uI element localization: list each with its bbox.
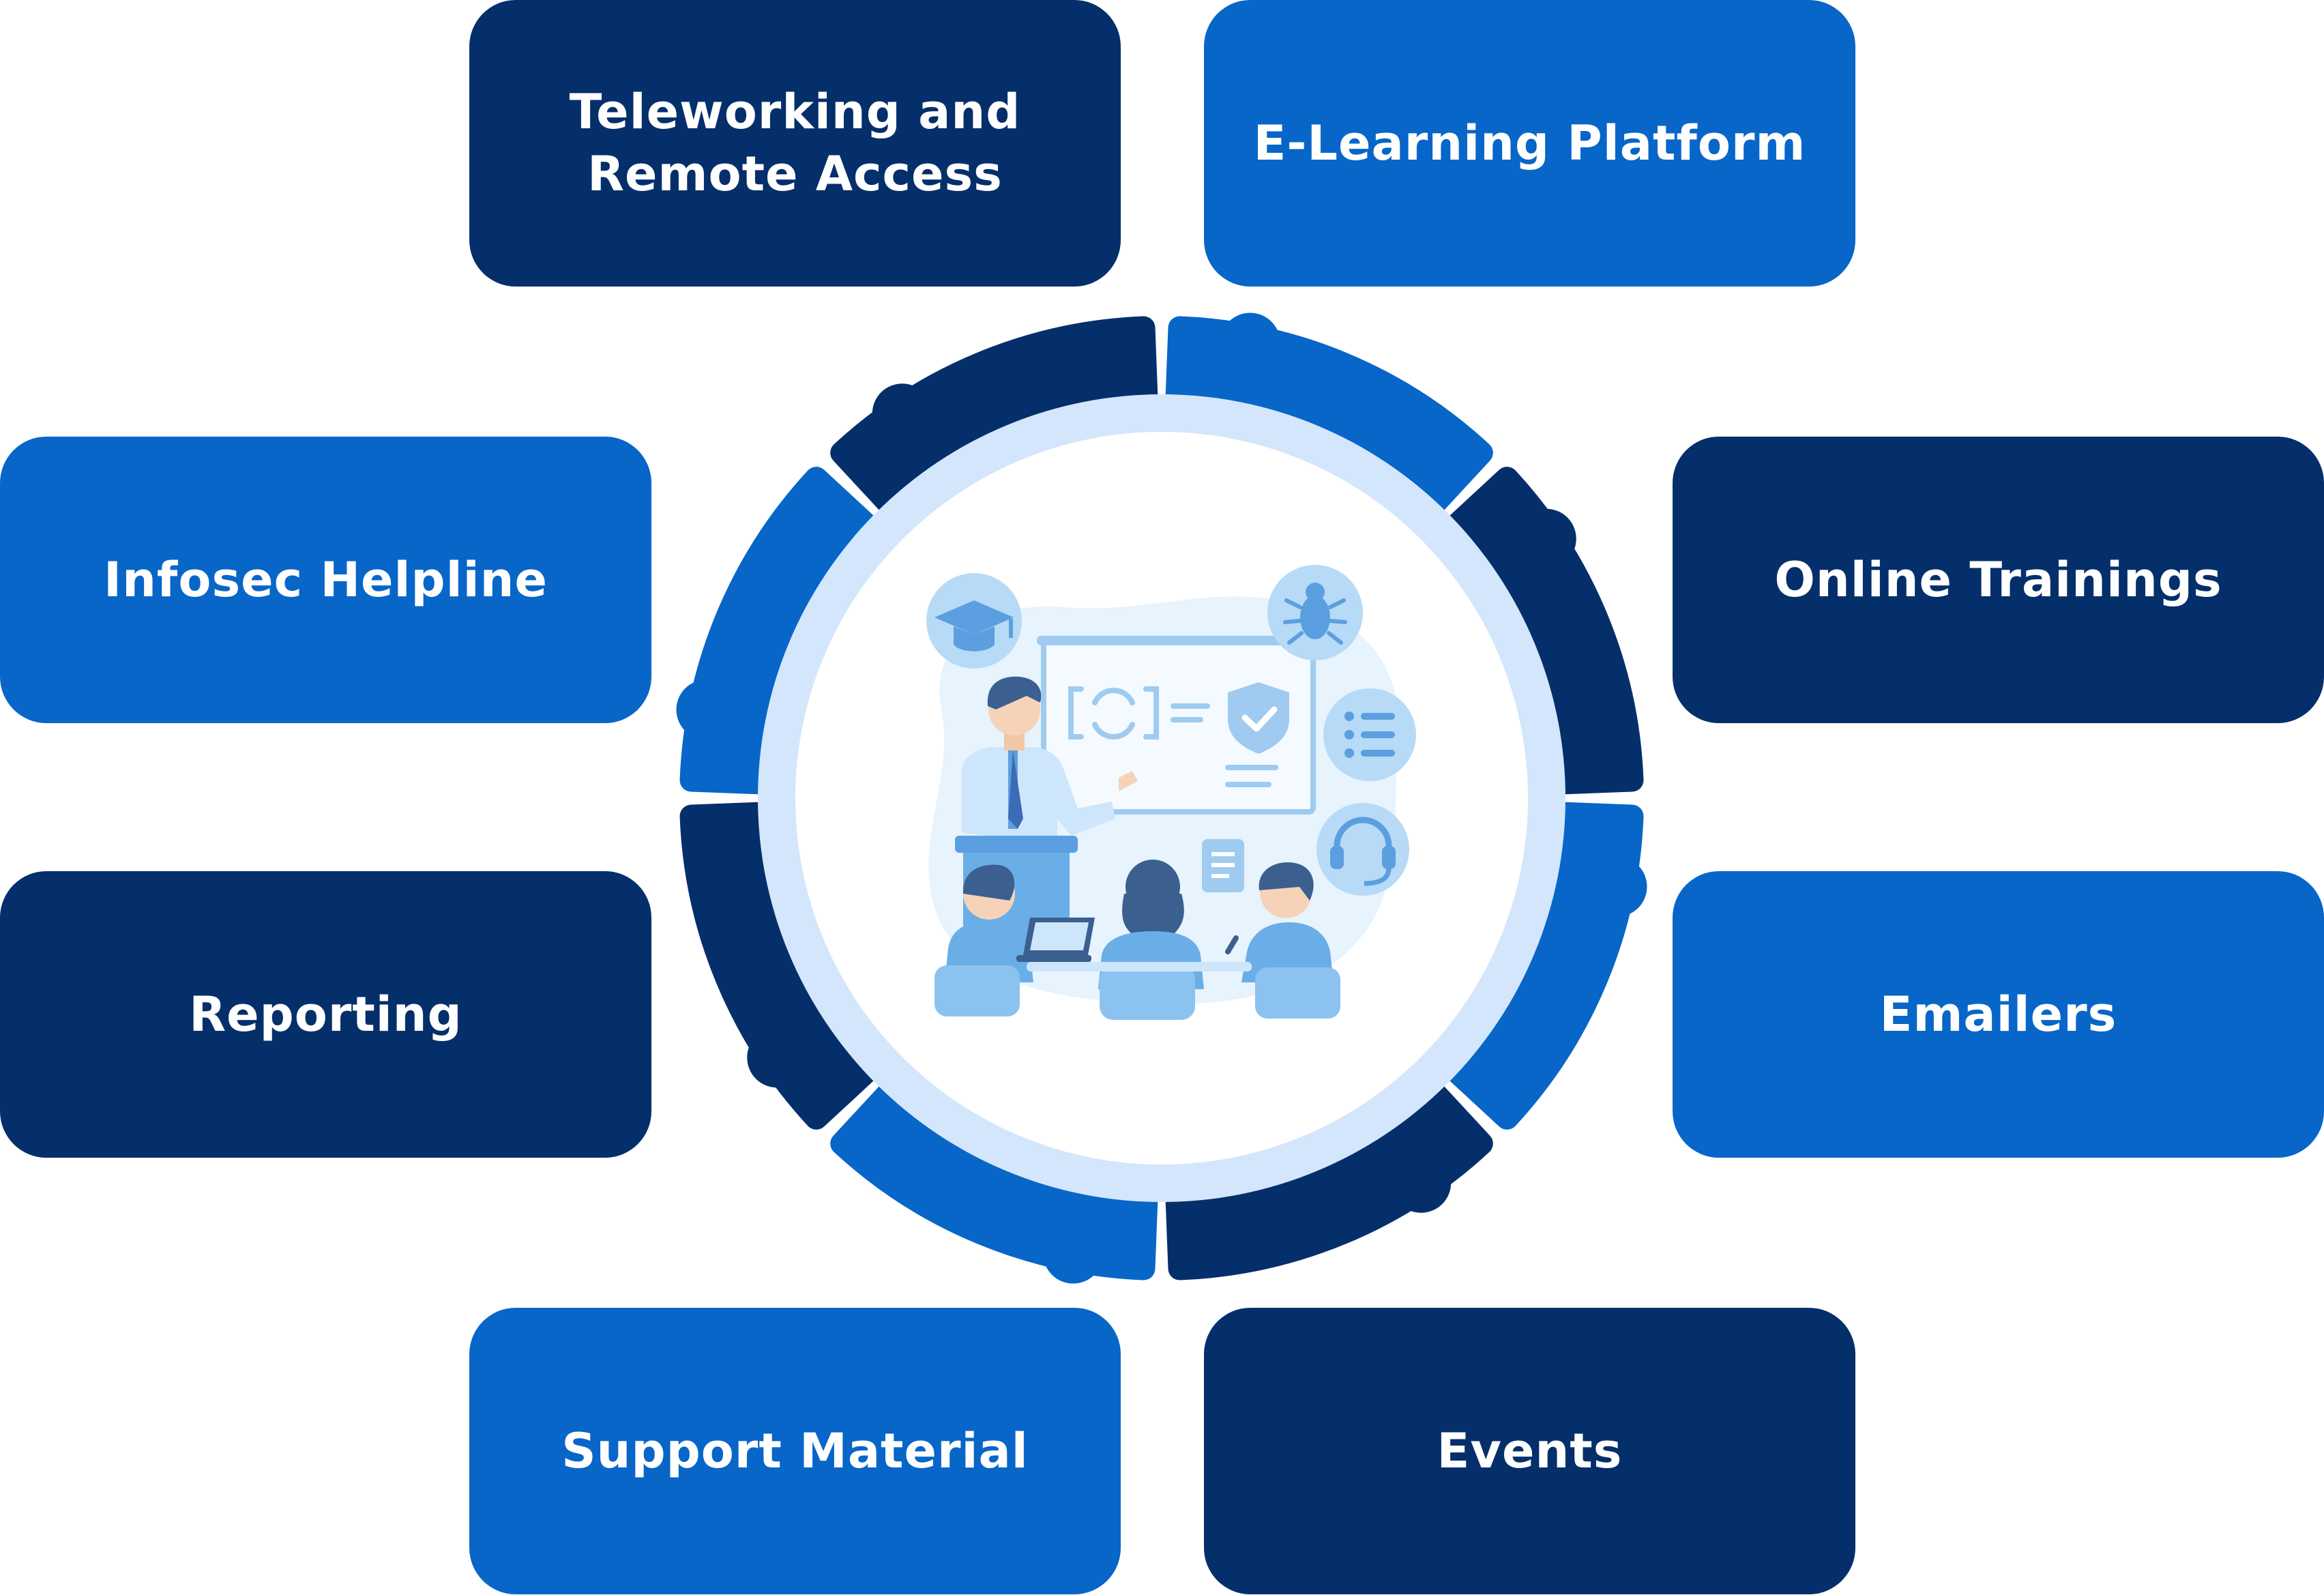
text-lines [1171,703,1278,787]
box-support-material: Support Material [469,1308,1121,1594]
headset-icon [1317,803,1409,896]
box-teleworking: Teleworking and Remote Access [469,0,1121,287]
ring-knob [747,1027,808,1088]
box-label: Reporting [189,986,462,1042]
graduation-cap-icon [926,573,1022,669]
box-label-line2: Remote Access [587,146,1003,202]
box-label: Emailers [1879,986,2117,1042]
shield-check-icon [1228,682,1289,754]
box-label: Teleworking and Remote Access [570,81,1021,205]
box-reporting: Reporting [0,871,651,1158]
ring-knob [872,383,932,444]
box-online-trainings: Online Trainings [1673,437,2324,723]
training-illustration [926,565,1416,1020]
ring-knob [1587,856,1647,917]
refresh-icon [1068,686,1159,740]
presenter-icon [962,676,1138,846]
bug-icon [1267,565,1363,660]
box-events: Events [1204,1308,1855,1594]
ring-knob [1391,1152,1452,1213]
ring-knob [676,679,737,740]
box-label: Infosec Helpline [104,551,548,608]
box-label: Events [1437,1422,1623,1479]
whiteboard-rail [1037,636,1320,645]
ring-knob [1220,312,1280,373]
box-emailers: Emailers [1673,871,2324,1158]
document-icon [1202,839,1244,892]
ring-knob [1043,1223,1104,1284]
box-label: Support Material [561,1422,1029,1479]
box-infosec-helpline: Infosec Helpline [0,437,651,723]
box-label: E-Learning Platform [1253,115,1806,171]
ring-knob [1516,508,1576,569]
box-label-line1: Teleworking and [569,84,1021,140]
box-elearning-platform: E-Learning Platform [1204,0,1855,287]
audience [935,860,1340,1020]
checklist-icon [1323,688,1416,781]
box-label: Online Trainings [1774,551,2222,608]
laptop-icon [1016,918,1095,962]
